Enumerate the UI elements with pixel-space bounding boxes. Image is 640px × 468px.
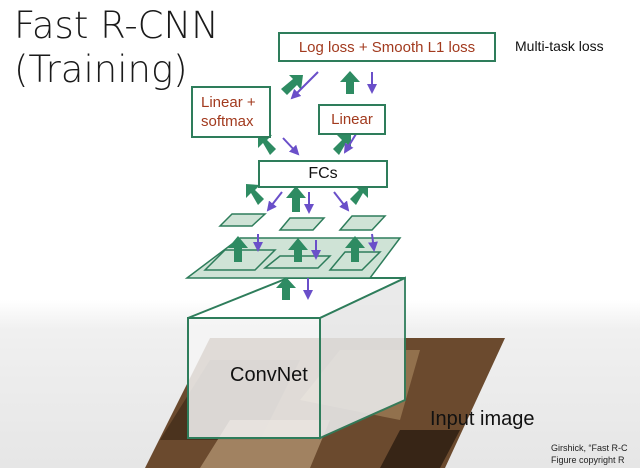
forward-arrows [228, 71, 368, 300]
citation: Girshick, “Fast R-C Figure copyright R [551, 442, 628, 466]
citation-line-1: Girshick, “Fast R-C [551, 443, 628, 453]
input-image-label: Input image [430, 408, 535, 430]
fcs-label: FCs [308, 165, 338, 182]
citation-line-2: Figure copyright R [551, 455, 625, 465]
slide-title: Fast R-CNN (Training) [14, 4, 219, 92]
loss-label: Log loss + Smooth L1 loss [298, 38, 476, 56]
fcs-box: FCs [258, 160, 388, 188]
title-line-1: Fast R-CNN [14, 4, 219, 47]
linear-softmax-line-2: softmax [201, 113, 254, 130]
linear-box: Linear [318, 104, 386, 135]
convnet-label: ConvNet [230, 364, 308, 386]
linear-label: Linear [331, 111, 373, 128]
multitask-loss-label: Multi-task loss [515, 38, 604, 54]
title-line-2: (Training) [14, 48, 188, 91]
linear-softmax-box: Linear + softmax [191, 86, 271, 138]
linear-softmax-line-1: Linear + [201, 94, 256, 111]
convnet-cube [187, 276, 406, 440]
loss-box: Log loss + Smooth L1 loss [278, 32, 496, 62]
roi-features [218, 213, 387, 231]
backward-arrows [253, 71, 378, 300]
